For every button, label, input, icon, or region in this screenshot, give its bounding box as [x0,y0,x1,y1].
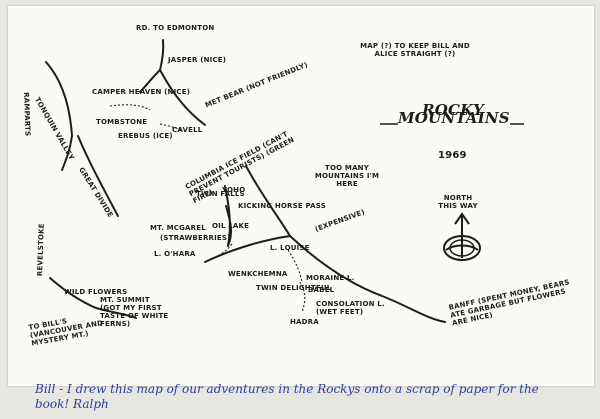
map-year: 1969 [438,150,467,161]
label-mt-summit: MT. SUMMIT (GOT MY FIRST TASTE OF WHITE … [100,296,169,328]
road-tonquin [45,61,74,171]
label-wenkchemna: WENKCHEMNA [228,270,288,278]
label-babel: BABEL [308,286,335,294]
trail-lake-louise [287,249,303,283]
road-icefield [245,165,291,237]
road-banff-main [289,235,446,323]
trail-moraine [299,281,306,313]
label-twin-delightful: TWIN DELIGHTFUL [256,284,332,292]
label-cavell: CAVELL [172,126,203,134]
label-twin-falls: TWIN FALLS [196,190,245,198]
label-moraine: MORAINE L. [306,274,355,282]
label-jasper: JASPER (NICE) [168,56,227,64]
label-lake-ohara: L. O'HARA [154,250,196,258]
label-lake-louise: L. LOUISE [270,244,310,252]
label-yoho: YOHO [222,186,246,194]
trail-ohara [209,243,233,261]
map-note: MAP (?) TO KEEP BILL AND ALICE STRAIGHT … [360,42,470,58]
road-jasper-north [139,69,161,93]
label-consolation: CONSOLATION L. (WET FEET) [316,300,385,316]
label-strawberries: (STRAWBERRIES) [160,234,231,242]
label-north: NORTH THIS WAY [438,194,478,210]
trail-great-divide [77,135,119,217]
label-kicking-horse: KICKING HORSE PASS [238,202,326,210]
trail-camper [109,104,151,111]
road-jasper-south [159,69,206,126]
label-hadra: HADRA [290,318,319,326]
label-rd-edmonton: RD. TO EDMONTON [136,24,215,32]
label-tombstone: TOMBSTONE [96,118,148,126]
label-oil-lake: OIL LAKE [212,222,250,230]
label-erebus: EREBUS (ICE) [118,132,173,140]
map-title: ROCKY MOUNTAINS [398,101,510,127]
label-wild-flowers: WILD FLOWERS [64,288,128,296]
road-revelstoke [49,277,137,319]
handwritten-note: Bill - I drew this map of our adventures… [35,382,539,411]
label-too-many: TOO MANY MOUNTAINS I'M HERE [314,164,380,188]
label-camper-heaven: CAMPER HEAVEN (NICE) [92,88,191,96]
label-mt-mcgarel: MT. MCGAREL [150,224,206,232]
paper-sheet [8,6,594,386]
road-edmonton [159,39,165,71]
label-ramparts: RAMPARTS [22,92,32,137]
trail-cavell [159,123,183,131]
road-kicking [224,185,231,247]
north-arrow-icon [443,212,481,261]
